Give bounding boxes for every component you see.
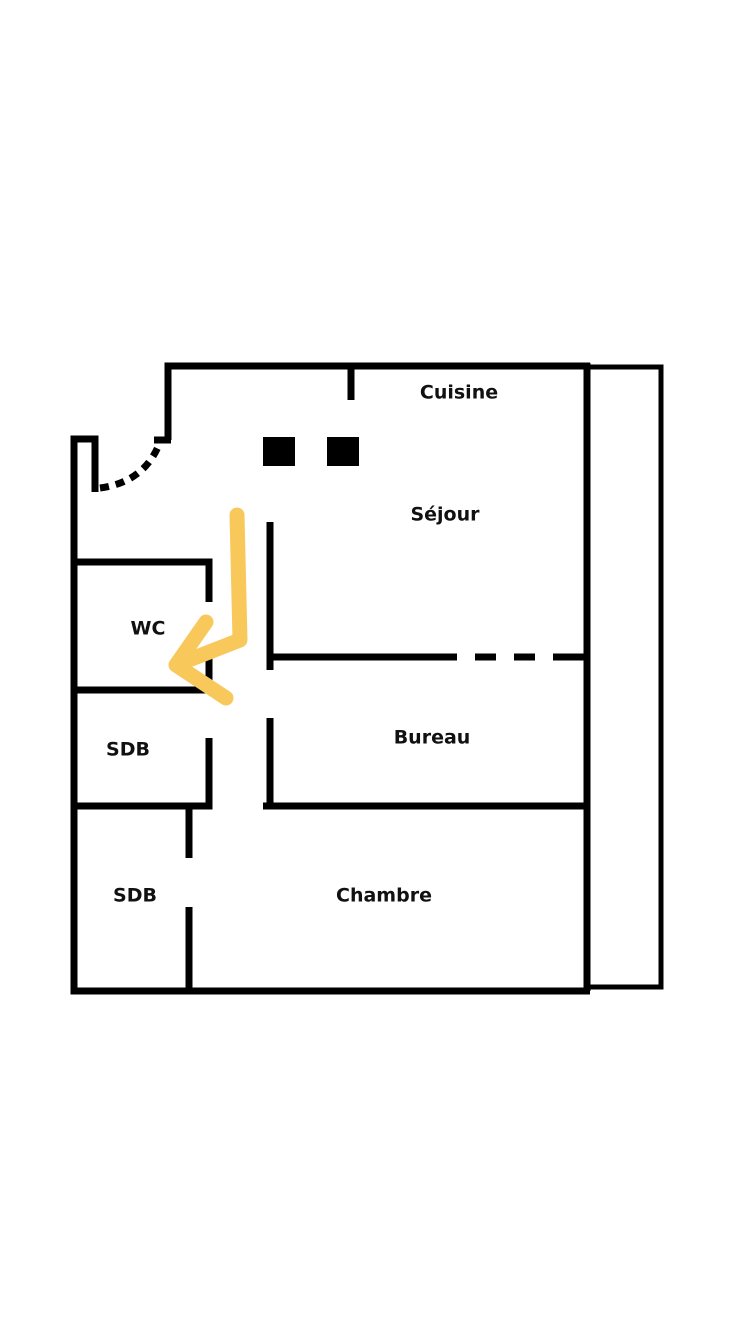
- label-cuisine: Cuisine: [420, 382, 498, 404]
- exterior-wall: [164, 362, 590, 440]
- label-chambre: Chambre: [336, 885, 432, 907]
- room-labels: Cuisine Séjour WC SDB Bureau SDB Chambre: [106, 382, 498, 907]
- label-sdb-2: SDB: [113, 885, 157, 907]
- walls: [70, 362, 664, 995]
- label-bureau: Bureau: [394, 727, 471, 749]
- label-sdb-1: SDB: [106, 739, 150, 761]
- balcony: [585, 364, 664, 990]
- sdb1-wall: [74, 738, 213, 810]
- route-arrow: [168, 507, 248, 706]
- arrow-icon: [168, 507, 248, 706]
- pillar-2: [327, 437, 359, 466]
- left-exterior-wall: [70, 435, 590, 995]
- wc-wall: [74, 558, 213, 602]
- label-wc: WC: [131, 618, 166, 640]
- entry-door-swing: [99, 440, 164, 492]
- label-sejour: Séjour: [410, 504, 480, 526]
- pillar-1: [263, 437, 295, 466]
- bureau-wall: [263, 718, 587, 810]
